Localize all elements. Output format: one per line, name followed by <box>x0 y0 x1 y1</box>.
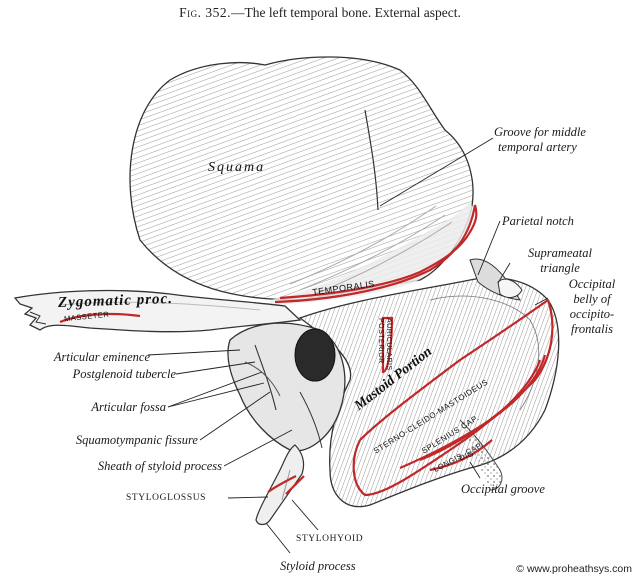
stylohyoid-attachment <box>285 475 305 495</box>
mastoid-portion <box>298 277 560 508</box>
auricularis-label-1: AURICULARIS <box>385 318 392 371</box>
occipital-belly-label-line-1: Occipital <box>568 277 616 291</box>
styloid-process-label: Styloid process <box>280 559 356 573</box>
sheath-styloid-label: Sheath of styloid process <box>97 459 222 473</box>
groove-middle-temporal-label-line-1: Groove for middle <box>494 125 586 139</box>
occipital-belly-label-line-2: belly of <box>573 292 611 306</box>
parietal-notch-label: Parietal notch <box>502 214 574 228</box>
digastric-line <box>429 439 493 472</box>
watermark-text: © www.proheathsys.com <box>516 563 632 575</box>
zygomatic-process <box>13 289 302 333</box>
styloglossus-attachment <box>267 475 297 493</box>
articular-eminence-label: Articular eminence <box>53 350 150 364</box>
figure-caption: Fig. 352.—The left temporal bone. Extern… <box>0 5 640 21</box>
articular-fossa-label: Articular fossa <box>91 400 166 414</box>
scm-upper-line <box>359 299 549 441</box>
postglenoid-tubercle-label: Postglenoid tubercle <box>72 367 176 381</box>
squama-label: Squama <box>208 160 266 175</box>
squama-plate <box>129 56 475 305</box>
occipital-belly-label-line-4: frontalis <box>571 322 613 336</box>
occipital-groove-label: Occipital groove <box>461 482 545 496</box>
suprameatal-label-line-1: Suprameatal <box>528 246 592 260</box>
suprameatal-label-line-2: triangle <box>540 261 580 275</box>
auricularis-label-2: POSTERIOR <box>377 318 384 364</box>
auricularis-attachment <box>381 316 394 374</box>
parietal-notch-region <box>469 258 523 301</box>
muscle-attachments <box>59 204 554 497</box>
leader-lines <box>147 137 549 554</box>
external-acoustic-meatus <box>227 322 346 452</box>
masseter-attachment <box>59 312 141 324</box>
squamotympanic-fissure-label: Squamotympanic fissure <box>75 433 198 447</box>
occipital-belly-label-line-3: occipito- <box>569 307 615 321</box>
figure-title: —The left temporal bone. External aspect… <box>231 5 461 20</box>
styloglossus-label: STYLOGLOSSUS <box>126 493 207 503</box>
temporalis-attachment-line <box>274 204 477 304</box>
groove-middle-temporal-label-line-2: temporal artery <box>498 140 577 154</box>
temporalis-attachment-inner <box>279 204 478 300</box>
stylohyoid-label: STYLOHYOID <box>296 534 364 544</box>
longissimus-line <box>419 359 542 462</box>
scm-outer-line <box>352 299 554 497</box>
figure-number: Fig. 352. <box>179 5 232 20</box>
